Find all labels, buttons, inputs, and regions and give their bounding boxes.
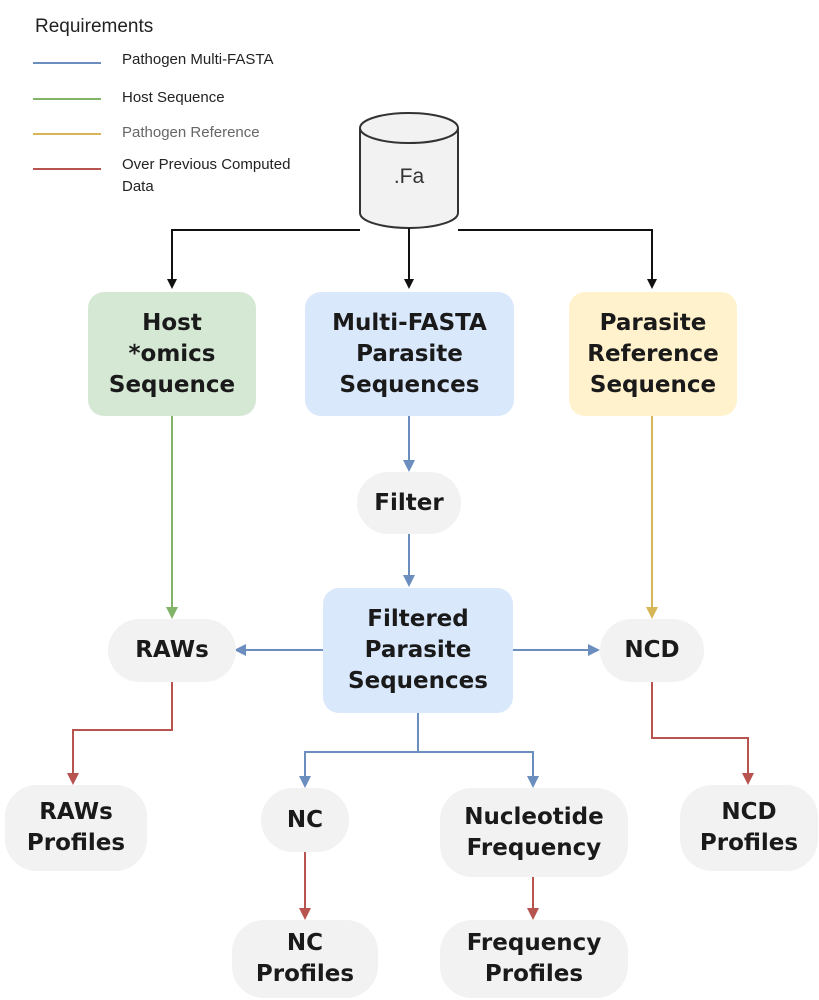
node-host-omics-sequence: Host *omics Sequence	[88, 292, 256, 416]
node-raws-profiles-label: RAWs Profiles	[26, 799, 126, 856]
node-multifasta-label: Multi-FASTA Parasite Sequences	[332, 309, 487, 398]
legend-label-reference: Pathogen Reference	[122, 124, 260, 141]
node-frequency-profiles-label: Frequency Profiles	[466, 930, 602, 987]
node-frequency-profiles: Frequency Profiles	[440, 920, 628, 998]
node-raws: RAWs	[108, 619, 236, 682]
legend-title: Requirements	[35, 16, 154, 37]
legend-label-previous: Over Previous Computed Data	[122, 156, 291, 195]
edge-db-reference	[458, 229, 657, 289]
node-nc-profiles: NC Profiles	[232, 920, 378, 998]
node-multifasta-parasite-sequences: Multi-FASTA Parasite Sequences	[305, 292, 514, 416]
node-nc-profiles-label: NC Profiles	[255, 930, 355, 987]
node-ncd-profiles-label: NCD Profiles	[699, 799, 799, 856]
legend-line-green	[33, 98, 101, 100]
node-nc-label: NC	[286, 806, 324, 833]
node-ncd-label: NCD	[624, 637, 680, 663]
legend-line-red	[33, 168, 101, 170]
node-nc: NC	[261, 788, 349, 852]
node-filter: Filter	[357, 472, 461, 534]
node-parasite-reference-sequence: Parasite Reference Sequence	[569, 292, 737, 416]
node-raws-label: RAWs	[135, 637, 209, 663]
database-label: .Fa	[393, 165, 425, 188]
node-reference-label: Parasite Reference Sequence	[587, 309, 719, 398]
node-nucleotide-frequency-label: Nucleotide Frequency	[464, 803, 604, 861]
edge-ncd-profiles	[651, 682, 754, 785]
edge-db-host	[167, 229, 360, 289]
legend-line-blue	[33, 62, 101, 64]
node-filtered-parasite-sequences: Filtered Parasite Sequences	[323, 588, 513, 713]
node-raws-profiles: RAWs Profiles	[5, 785, 147, 871]
database-cylinder-icon	[359, 112, 459, 229]
node-ncd-profiles: NCD Profiles	[680, 785, 818, 871]
node-host-label: Host *omics Sequence	[108, 309, 236, 398]
edge-filtered-nc	[299, 713, 419, 788]
legend-label-host: Host Sequence	[122, 89, 225, 106]
node-filtered-label: Filtered Parasite Sequences	[348, 606, 488, 694]
node-filter-label: Filter	[374, 489, 444, 516]
edge-raws-profiles	[67, 682, 173, 785]
node-nucleotide-frequency: Nucleotide Frequency	[440, 788, 628, 877]
legend-label-multifasta: Pathogen Multi-FASTA	[122, 51, 274, 68]
edge-filtered-nucleotide	[418, 751, 539, 788]
legend-line-yellow	[33, 133, 101, 135]
node-ncd: NCD	[600, 619, 704, 682]
